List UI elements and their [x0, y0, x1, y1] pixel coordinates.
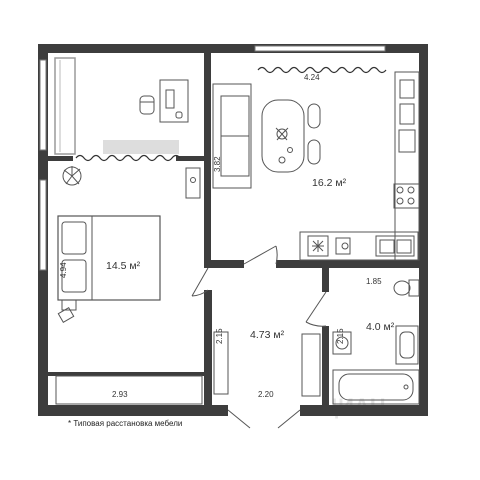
- hall-furniture: [213, 331, 321, 397]
- sofa: [212, 83, 252, 189]
- hall-area-label: 4.73 м²: [250, 329, 285, 341]
- bedroom-curtain: [75, 154, 181, 162]
- balcony: [54, 57, 179, 155]
- kitchen-curtain: [257, 66, 387, 74]
- bathroom-area-label: 4.0 м²: [366, 321, 395, 333]
- desk: [139, 79, 189, 123]
- hall-left-dimension: 2.15: [215, 328, 224, 344]
- kitchen-left-dimension: 3.82: [213, 156, 222, 172]
- dining-table: [261, 99, 321, 173]
- bedroom-furniture: [55, 166, 203, 405]
- furniture-footnote: * Типовая расстановка мебели: [68, 419, 182, 428]
- bathroom-fixtures: [332, 279, 420, 405]
- hall-bottom-dimension: 2.20: [258, 390, 274, 399]
- bedroom-area-label: 14.5 м²: [106, 260, 141, 272]
- walls: [38, 44, 428, 416]
- bath-left-dimension: 2.15: [336, 328, 345, 344]
- windows: [39, 45, 386, 271]
- bedroom-left-dimension: 4.94: [59, 262, 68, 278]
- kitchen-units: [299, 71, 420, 261]
- bath-top-dimension: 1.85: [366, 277, 382, 286]
- bedroom-bottom-dimension: 2.93: [112, 390, 128, 399]
- kitchen-area-label: 16.2 м²: [312, 177, 347, 189]
- kitchen-top-dimension: 4.24: [304, 73, 320, 82]
- doors: [191, 245, 327, 429]
